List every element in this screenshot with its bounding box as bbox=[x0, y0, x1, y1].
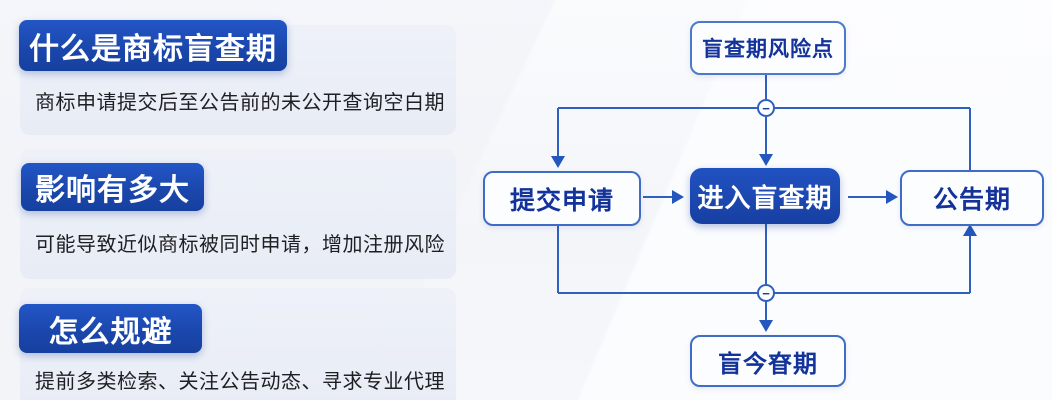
flow-node-bottom-period: 盲今眘期 bbox=[690, 335, 846, 387]
flow-node-announcement-period: 公告期 bbox=[900, 170, 1044, 226]
flow-node-label: 公告期 bbox=[932, 186, 1011, 214]
section-title-badge-definition: 什么是商标盲查期 bbox=[19, 20, 287, 71]
collapse-minus-icon[interactable]: − bbox=[757, 99, 775, 117]
flow-node-label: 提交申请 bbox=[509, 186, 614, 215]
section-body-definition: 商标申请提交后至公告前的未公开查询空白期 bbox=[35, 92, 445, 114]
section-title-badge-avoidance: 怎么规避 bbox=[19, 304, 202, 353]
flow-node-enter-blind-period: 进入盲查期 bbox=[690, 168, 840, 224]
arrowhead-into-submit bbox=[551, 156, 565, 168]
section-title: 怎么规避 bbox=[48, 315, 173, 349]
flow-node-label: 盲今眘期 bbox=[718, 350, 818, 378]
flow-node-label: 进入盲查期 bbox=[697, 182, 833, 213]
flow-node-submit-application: 提交申请 bbox=[483, 171, 641, 226]
arrowhead-up-into-announce bbox=[963, 224, 977, 236]
section-title-badge-impact: 影响有多大 bbox=[21, 163, 204, 211]
collapse-minus-icon[interactable]: − bbox=[757, 284, 775, 302]
section-title: 影响有多大 bbox=[35, 174, 190, 207]
section-body-avoidance: 提前多类检索、关注公告动态、寻求专业代理 bbox=[35, 371, 445, 393]
arrowhead-into-bottom bbox=[759, 320, 773, 332]
flow-node-risk-points: 盲查期风险点 bbox=[690, 21, 846, 75]
arrowhead-submit-to-blind bbox=[672, 190, 684, 204]
arrowhead-blind-to-announce bbox=[886, 190, 898, 204]
section-title: 什么是商标盲查期 bbox=[29, 32, 277, 66]
arrowhead-into-blind bbox=[759, 154, 773, 166]
flow-node-label: 盲查期风险点 bbox=[702, 38, 834, 61]
section-body-impact: 可能导致近似商标被同时申请，增加注册风险 bbox=[35, 234, 445, 256]
